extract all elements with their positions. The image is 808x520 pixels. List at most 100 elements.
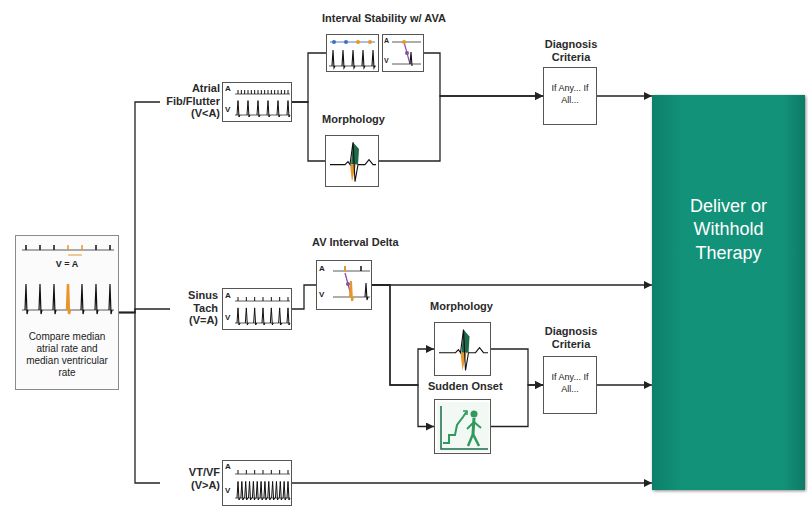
trace bbox=[271, 297, 272, 301]
trace bbox=[95, 284, 98, 314]
node-text: V bbox=[384, 57, 392, 64]
trace bbox=[332, 50, 335, 68]
process-node: Morphology bbox=[430, 300, 510, 378]
trace bbox=[252, 481, 255, 500]
trace bbox=[39, 245, 41, 250]
trace bbox=[67, 245, 69, 250]
trace bbox=[25, 245, 27, 250]
waveform-illustration bbox=[223, 289, 293, 331]
interval-dot bbox=[346, 282, 350, 286]
trace bbox=[245, 308, 248, 325]
trace bbox=[473, 434, 479, 446]
node-frame bbox=[434, 322, 491, 376]
node-frame bbox=[222, 288, 292, 330]
trace bbox=[274, 90, 275, 94]
node-text: V bbox=[319, 291, 327, 299]
trace bbox=[257, 101, 260, 117]
trace bbox=[53, 284, 56, 314]
trace bbox=[275, 481, 278, 500]
process-node: Diagnosis Criteria If Any... If All... bbox=[538, 323, 604, 416]
node-text: If Any... If All... bbox=[549, 371, 591, 395]
connector bbox=[119, 313, 160, 484]
walker-figure bbox=[471, 411, 478, 418]
node-text: A bbox=[225, 85, 235, 93]
trace bbox=[287, 308, 290, 325]
trace bbox=[245, 481, 248, 500]
connector bbox=[292, 53, 326, 102]
waveform-illustration bbox=[223, 83, 293, 123]
interval-dot bbox=[332, 40, 336, 44]
trace bbox=[249, 481, 252, 500]
node-frame bbox=[652, 95, 805, 490]
trace bbox=[237, 481, 240, 500]
connector bbox=[491, 349, 543, 385]
trace bbox=[463, 411, 467, 415]
connector bbox=[379, 96, 543, 161]
node-text: A bbox=[319, 265, 327, 273]
process-node: AV Interval DeltaA V bbox=[312, 236, 422, 312]
trace bbox=[342, 50, 345, 68]
node-frame bbox=[222, 460, 292, 506]
therapy-box: Deliver or Withhold Therapy bbox=[652, 95, 805, 490]
trace bbox=[271, 470, 272, 474]
trace bbox=[235, 115, 290, 116]
trace bbox=[288, 470, 289, 474]
chart-ground bbox=[437, 402, 489, 452]
waveform-illustration bbox=[317, 261, 373, 311]
waveform-illustration bbox=[326, 34, 424, 72]
trace bbox=[267, 101, 270, 117]
trace bbox=[392, 42, 421, 43]
trace bbox=[474, 422, 481, 428]
waveform-illustration bbox=[435, 323, 492, 377]
process-node: Sinus Tach (V=A) A V bbox=[170, 286, 294, 332]
trace bbox=[365, 283, 368, 300]
process-node: Sudden Onset bbox=[426, 380, 522, 456]
trace bbox=[360, 266, 362, 271]
trace bbox=[263, 470, 264, 474]
node-frame bbox=[326, 34, 424, 72]
trace bbox=[270, 308, 273, 325]
node-label: AV Interval Delta bbox=[312, 236, 422, 249]
trace bbox=[277, 101, 280, 117]
trace bbox=[237, 308, 240, 325]
trace bbox=[271, 90, 272, 94]
process-node: Atrial Fib/Flutter (V<A)AV bbox=[160, 80, 294, 124]
node-label: Morphology bbox=[430, 300, 510, 313]
trace bbox=[288, 90, 289, 94]
trace bbox=[95, 245, 97, 250]
trace bbox=[410, 52, 412, 66]
trace bbox=[287, 101, 290, 117]
trace bbox=[392, 64, 421, 65]
node-label: Diagnosis Criteria bbox=[538, 325, 604, 350]
node-label: Interval Stability w/ AVA bbox=[322, 12, 462, 25]
trace bbox=[263, 297, 264, 301]
process-node: Interval Stability w/ AVA A V bbox=[322, 12, 462, 74]
node-frame bbox=[15, 235, 119, 390]
node-text: A bbox=[384, 37, 392, 44]
node-label: V = A bbox=[45, 259, 89, 270]
trace bbox=[109, 245, 111, 250]
trace bbox=[53, 245, 55, 250]
trace bbox=[254, 470, 255, 474]
trace bbox=[256, 481, 259, 500]
connector bbox=[372, 285, 434, 385]
trace bbox=[238, 470, 239, 474]
trace bbox=[352, 50, 355, 68]
connector bbox=[292, 102, 325, 161]
trace bbox=[344, 266, 346, 271]
node-label: Sinus Tach (V=A) bbox=[170, 289, 218, 327]
trace bbox=[109, 284, 112, 314]
image-frame bbox=[383, 35, 424, 72]
trace bbox=[404, 42, 410, 64]
trace bbox=[362, 50, 365, 68]
trace bbox=[279, 297, 280, 301]
trace bbox=[25, 284, 28, 314]
node-text: A bbox=[225, 292, 235, 300]
connector bbox=[597, 95, 652, 96]
node-label: VT/VF (V>A) bbox=[160, 466, 220, 491]
trace bbox=[268, 90, 269, 94]
node-text: V bbox=[225, 314, 235, 322]
connector bbox=[372, 285, 434, 427]
trace bbox=[330, 142, 376, 182]
trace bbox=[467, 422, 474, 429]
